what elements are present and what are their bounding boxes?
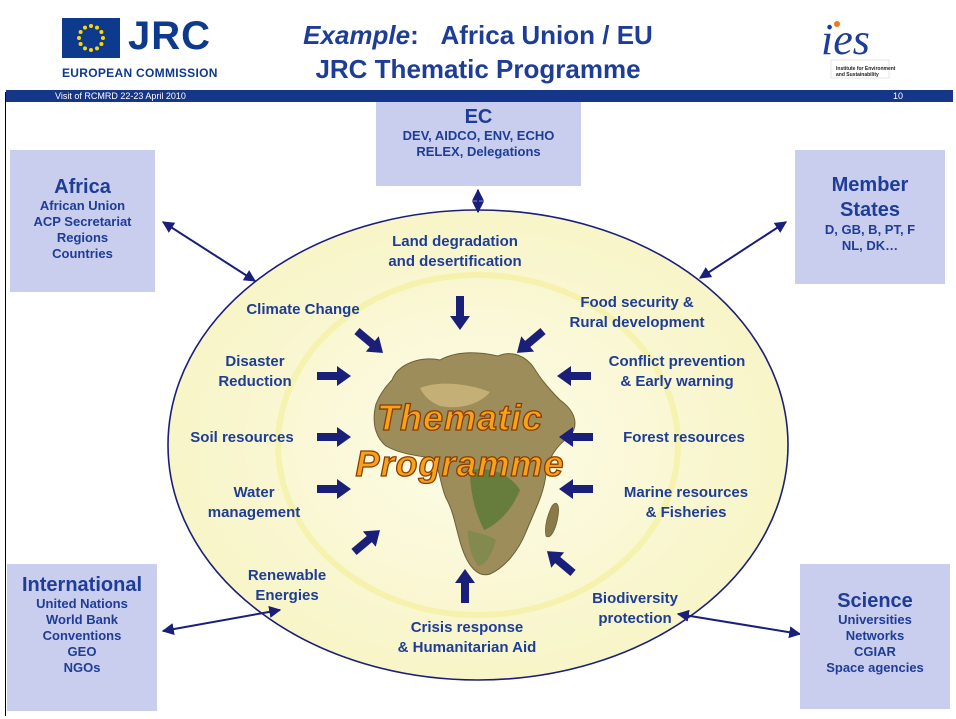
arrow-soil-resources [317, 427, 351, 447]
ec-line-1: DEV, AIDCO, ENV, ECHO [402, 128, 555, 143]
thematic-programme-center-label: Thematic Programme [340, 395, 580, 487]
visit-label: Visit of RCMRD 22-23 April 2010 [55, 91, 186, 101]
partner-box-africa: Africa African Union ACP Secretariat Reg… [10, 150, 155, 292]
theme-renewable-energies-line-1: Renewable [247, 567, 327, 584]
theme-biodiversity-line-2: protection [598, 610, 672, 627]
africa-line-4: Countries [52, 246, 113, 261]
ies-logo-icon: ies [821, 15, 890, 79]
theme-disaster-reduction-line-1: Disaster [225, 353, 285, 370]
arrow-disaster-reduction [317, 366, 351, 386]
center-line-2: Programme [355, 442, 565, 484]
slide-title-line1: Example: Africa Union / EU [0, 20, 956, 51]
theme-marine-resources-line-2: & Fisheries [645, 504, 727, 521]
member-states-title-1: Member [831, 174, 909, 196]
arrow-climate-change [354, 328, 384, 353]
science-connector [676, 609, 802, 639]
member-states-line-2: NL, DK… [841, 238, 899, 253]
member-states-connector [698, 221, 788, 279]
theme-crisis-response-line-2: & Humanitarian Aid [397, 639, 537, 656]
slide-title-line2: JRC Thematic Programme [315, 54, 641, 84]
member-states-line-1: D, GB, B, PT, F [824, 222, 916, 237]
international-connector [161, 606, 282, 635]
theme-water-management: Water management [196, 483, 312, 523]
theme-soil-resources-line-1: Soil resources [190, 429, 294, 446]
arrow-water-management [317, 479, 351, 499]
title-line1-rest: Africa Union / EU [440, 20, 653, 50]
arrow-food-security [516, 328, 546, 353]
theme-renewable-energies-line-2: Energies [255, 587, 319, 604]
member-states-title-2: States [839, 199, 901, 221]
partner-box-international: International United Nations World Bank … [7, 564, 157, 711]
ies-logo-text: ies [821, 15, 870, 64]
science-line-1: Universities [838, 612, 912, 627]
center-line-1: Thematic [376, 396, 544, 438]
theme-forest-resources: Forest resources [604, 428, 764, 448]
theme-land-degradation-line-2: and desertification [388, 253, 522, 270]
header-bar [6, 90, 953, 102]
arrow-conflict-prevention [557, 366, 591, 386]
theme-water-management-line-1: Water [233, 484, 275, 501]
africa-line-2: ACP Secretariat [33, 214, 132, 229]
science-line-4: Space agencies [826, 660, 924, 675]
theme-land-degradation-line-1: Land degradation [392, 233, 518, 250]
theme-food-security-line-2: Rural development [569, 314, 705, 331]
africa-title: Africa [54, 176, 111, 198]
africa-map-icon [373, 352, 576, 576]
theme-marine-resources-line-1: Marine resources [623, 484, 749, 501]
theme-disaster-reduction: Disaster Reduction [200, 352, 310, 392]
arrow-forest-resources [559, 427, 593, 447]
theme-marine-resources: Marine resources & Fisheries [596, 483, 776, 523]
theme-conflict-prevention-line-1: Conflict prevention [608, 353, 746, 370]
ies-subtitle: Institute for Environment and Sustainabi… [836, 66, 896, 78]
partner-box-science: Science Universities Networks CGIAR Spac… [800, 564, 950, 709]
theme-conflict-prevention-line-2: & Early warning [620, 373, 734, 390]
slide-header: JRC EUROPEAN COMMISSION Example: Africa … [0, 0, 956, 102]
theme-forest-resources-line-1: Forest resources [623, 429, 745, 446]
science-line-2: Networks [845, 628, 905, 643]
theme-disaster-reduction-line-2: Reduction [218, 373, 292, 390]
jrc-logo-text: JRC [128, 14, 212, 58]
title-prefix: Example [303, 20, 411, 50]
ec-title: EC [464, 106, 493, 128]
international-line-2: World Bank [46, 612, 118, 627]
partner-box-member-states: Member States D, GB, B, PT, F NL, DK… [795, 150, 945, 284]
international-line-5: NGOs [63, 660, 101, 675]
theme-land-degradation: Land degradation and desertification [370, 232, 540, 272]
arrow-crisis-response [455, 569, 475, 603]
africa-line-3: Regions [56, 230, 109, 245]
africa-connector [161, 221, 257, 282]
theme-food-security-line-1: Food security & [580, 294, 694, 311]
european-commission-label: EUROPEAN COMMISSION [62, 66, 218, 80]
theme-biodiversity: Biodiversity protection [570, 589, 700, 629]
theme-climate-change-line-1: Climate Change [246, 301, 360, 318]
ec-line-2: RELEX, Delegations [416, 144, 541, 159]
science-title: Science [837, 590, 913, 612]
theme-conflict-prevention: Conflict prevention & Early warning [587, 352, 767, 392]
africa-line-1: African Union [39, 198, 126, 213]
theme-water-management-line-2: management [207, 504, 301, 521]
international-title: International [21, 574, 142, 596]
theme-renewable-energies: Renewable Energies [232, 566, 342, 606]
theme-crisis-response: Crisis response & Humanitarian Aid [372, 618, 562, 658]
arrow-land-degradation [450, 296, 470, 330]
theme-soil-resources: Soil resources [172, 428, 312, 448]
international-line-4: GEO [67, 644, 97, 659]
theme-climate-change: Climate Change [228, 300, 378, 320]
partner-box-ec: EC DEV, AIDCO, ENV, ECHO RELEX, Delegati… [376, 102, 581, 186]
title-colon: : [410, 20, 419, 50]
theme-crisis-response-line-1: Crisis response [410, 619, 524, 636]
science-line-3: CGIAR [854, 644, 896, 659]
eu-flag-icon [62, 18, 120, 58]
arrow-biodiversity [546, 551, 576, 576]
international-line-3: Conventions [42, 628, 122, 643]
theme-biodiversity-line-1: Biodiversity [592, 590, 678, 607]
page-number: 10 [893, 91, 904, 101]
arrow-marine-resources [559, 479, 593, 499]
arrow-renewable-energies [351, 530, 381, 555]
slide-frame [5, 0, 954, 716]
inner-ring [275, 272, 681, 618]
theme-food-security: Food security & Rural development [552, 293, 722, 333]
international-line-1: United Nations [36, 596, 128, 611]
